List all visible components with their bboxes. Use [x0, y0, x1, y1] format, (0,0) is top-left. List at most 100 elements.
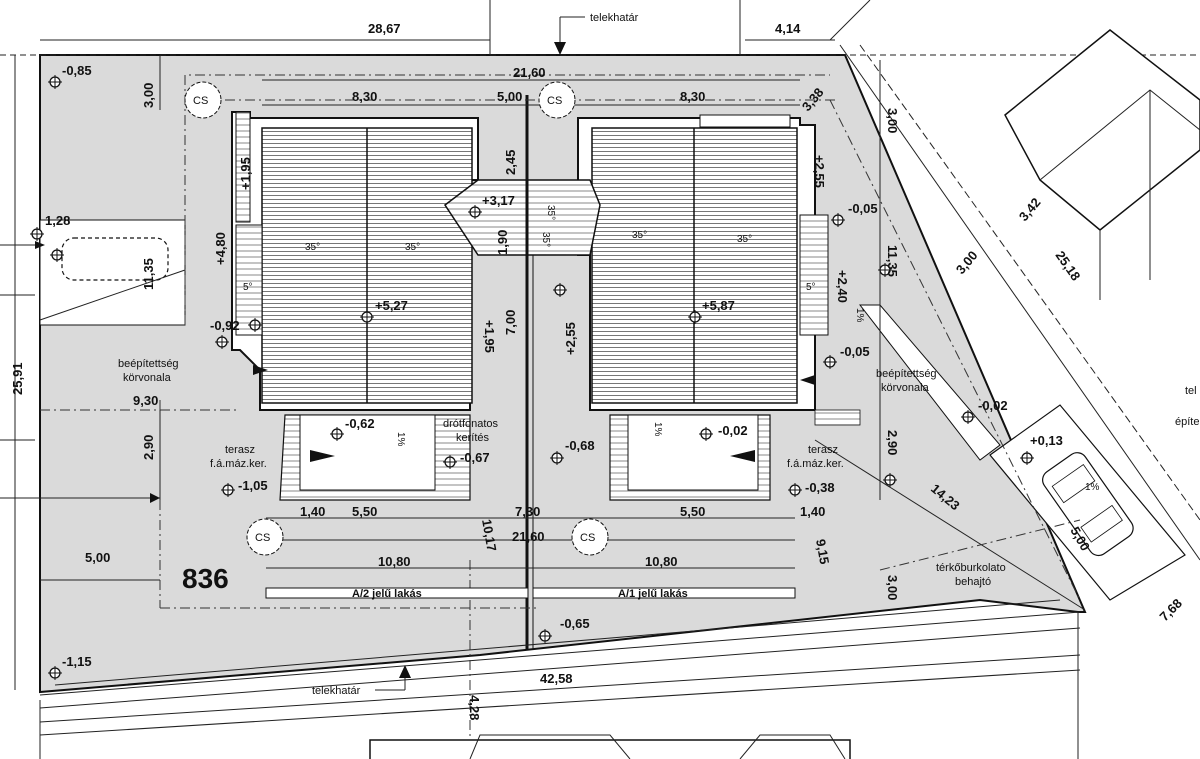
label-korv-left-2: körvonala: [123, 372, 172, 384]
level-roof-right: +5,87: [702, 298, 735, 313]
dim-middle-lower: 7,30: [515, 504, 540, 519]
building-left: [231, 111, 479, 411]
slope-4: 1%: [1085, 482, 1100, 493]
label-unit-a2: A/2 jelű lakás: [352, 588, 422, 600]
label-terasz-right-2: f.á.máz.ker.: [787, 458, 844, 470]
label-cs-3: CS: [255, 532, 270, 544]
dim-top-left: 28,67: [368, 21, 401, 36]
level-right-strip: -0,02: [978, 398, 1008, 413]
level-right-mid: -0,05: [840, 344, 870, 359]
dim-right-wing-upper: +2,55: [812, 155, 827, 188]
label-fence-2: kerítés: [456, 432, 490, 444]
dim-street-side: 3,42: [1016, 195, 1044, 224]
dim-depth: 7,00: [503, 310, 518, 335]
label-telek-bottom: telekhatár: [312, 685, 361, 697]
dim-left-wing-1: +1,95: [238, 157, 253, 190]
lower-neighbour: [369, 734, 851, 759]
dim-setback-left: 9,30: [133, 393, 158, 408]
slope-1: 1%: [395, 432, 406, 447]
label-unit-a1: A/1 jelű lakás: [618, 588, 688, 600]
dim-diag-right: 9,15: [813, 538, 832, 566]
level-p1: -0,92: [210, 318, 240, 333]
label-paving-1: térkőburkolato: [936, 562, 1006, 574]
level-terrace-left: -0,62: [345, 416, 375, 431]
unit-bars: [265, 517, 796, 599]
dim-right-wing-side: +2,40: [835, 270, 850, 303]
neighbour-building: [829, 0, 1200, 561]
dim-street-setback: 3,00: [953, 248, 981, 277]
lot-number: 836: [182, 563, 229, 594]
dim-side-strip: 5,00: [85, 550, 110, 565]
label-fence-1: drótfonatos: [443, 418, 499, 430]
level-parking: 1,28: [45, 213, 70, 228]
angle-6: 35°: [540, 232, 551, 247]
level-yard-left: -1,05: [238, 478, 268, 493]
level-tl: -0,85: [62, 63, 92, 78]
driveway-right: [989, 404, 1186, 601]
terraces: [279, 409, 861, 501]
dim-middle: 5,00: [497, 89, 522, 104]
label-korv-left-1: beépítettség: [118, 358, 179, 370]
slope-2: 1%: [652, 422, 663, 437]
dim-terrace-depth-right: 2,90: [885, 430, 900, 455]
label-telek-right: tel: [1185, 385, 1197, 397]
label-terasz-right-1: terasz: [808, 444, 838, 456]
dim-gap-middle: 1,90: [495, 230, 510, 255]
middle-connector: [443, 95, 601, 650]
dim-terrace-b: 5,50: [352, 504, 377, 519]
angle-5: 35°: [545, 205, 556, 220]
level-terrace-right: -0,68: [565, 438, 595, 453]
label-texts: telekhatár telekhatár tel építe beépítet…: [118, 12, 1199, 697]
dim-street-depth: 4,28: [467, 695, 482, 720]
dim-terrace-depth-left: 2,90: [141, 435, 156, 460]
setback-lines: [40, 74, 1086, 740]
angle-7: 5°: [243, 282, 253, 293]
dim-edge-right: 7,68: [1157, 596, 1186, 625]
label-epit-right: építe: [1175, 416, 1199, 428]
dim-top-right: 4,14: [775, 21, 801, 36]
dim-left-offset: 3,00: [141, 83, 156, 108]
level-bottom-mid: -0,65: [560, 616, 590, 631]
building-right: [577, 114, 829, 411]
dim-wing-right: 8,30: [680, 89, 705, 104]
level-yard-right: -0,38: [805, 480, 835, 495]
dim-unit-right: 10,80: [645, 554, 678, 569]
level-roof-left: +5,27: [375, 298, 408, 313]
cs-markers[interactable]: [184, 81, 609, 556]
angle-4: 35°: [737, 234, 752, 245]
dim-right-depth: 11,35: [885, 245, 900, 277]
level-terrace-left2: -0,67: [460, 450, 490, 465]
label-telek-top: telekhatár: [590, 12, 639, 24]
dim-overall-width: 21,60: [513, 65, 546, 80]
dim-lower-width: 21,60: [512, 529, 545, 544]
dim-site-depth: 25,91: [10, 362, 25, 395]
dim-street-long: 25,18: [1053, 248, 1084, 283]
dim-terrace-a: 1,40: [300, 504, 325, 519]
level-ridge: +3,17: [482, 193, 515, 208]
dim-wing-left: 8,30: [352, 89, 377, 104]
dim-left-wing-lower: +1,95: [482, 320, 497, 353]
label-cs-4: CS: [580, 532, 595, 544]
arrows: [0, 16, 815, 691]
dim-terrace-d: 1,40: [800, 504, 825, 519]
angle-1: 35°: [305, 242, 320, 253]
dim-parking-depth: 11,35: [141, 258, 156, 290]
dim-unit-left: 10,80: [378, 554, 411, 569]
level-right-top: -0,05: [848, 201, 878, 216]
angle-8: 5°: [806, 282, 816, 293]
level-terrace-right2: -0,02: [718, 423, 748, 438]
dim-bottom-offset: 3,00: [885, 575, 900, 600]
label-cs-1: CS: [193, 95, 208, 107]
label-korv-right-2: körvonala: [881, 382, 930, 394]
dim-right-wing-lower: +2,55: [563, 322, 578, 355]
parking-pad: [39, 219, 186, 326]
level-drive: +0,13: [1030, 433, 1063, 448]
label-cs-2: CS: [547, 95, 562, 107]
dim-left-wing-2: +4,80: [213, 232, 228, 265]
angle-3: 35°: [632, 230, 647, 241]
label-paving-2: behajtó: [955, 576, 991, 588]
label-terasz-left-1: terasz: [225, 444, 255, 456]
level-markers: [30, 75, 1034, 680]
dim-diag: 10,17: [479, 518, 499, 553]
